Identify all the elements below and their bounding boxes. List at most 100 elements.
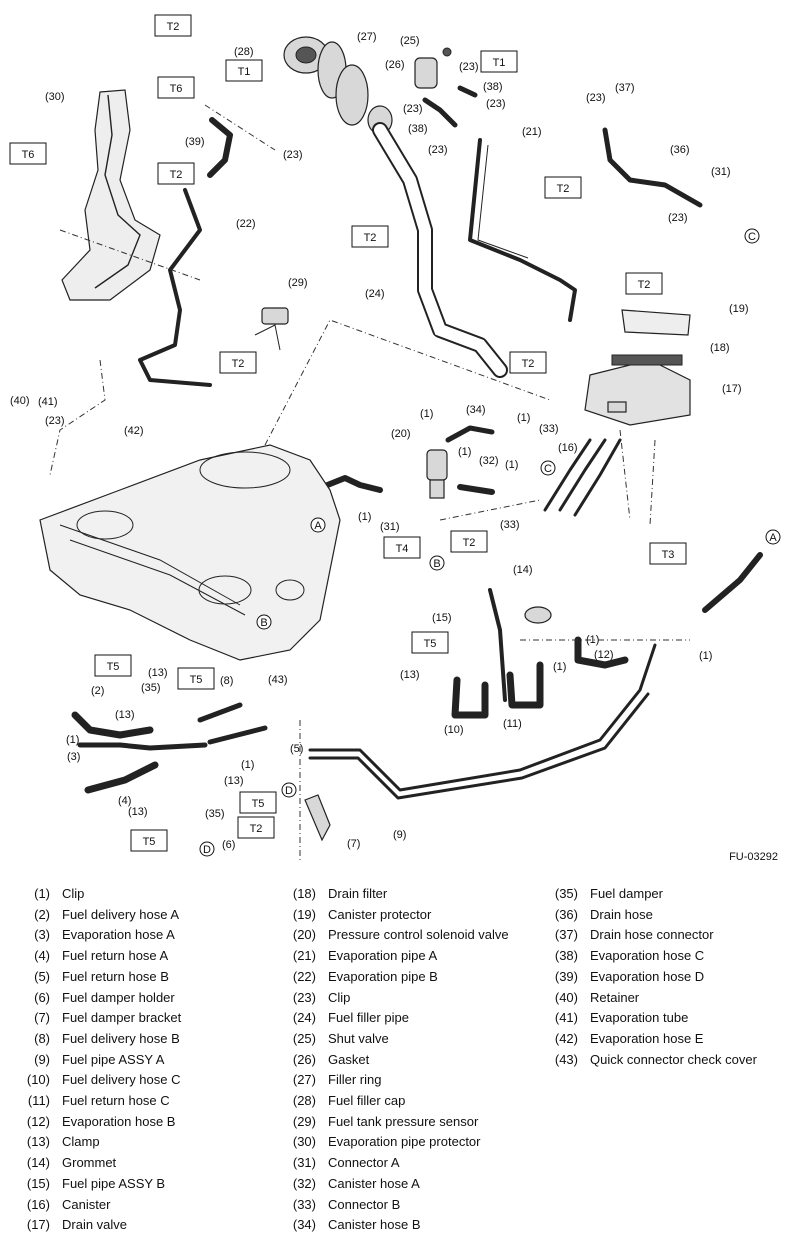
callout-label: (37) xyxy=(615,82,635,94)
torque-tag: T2 xyxy=(154,14,192,37)
callout-label: (13) xyxy=(400,669,420,681)
shut-valve xyxy=(414,47,452,89)
callout-label: (24) xyxy=(365,288,385,300)
torque-tag: T5 xyxy=(130,829,168,852)
callout-label: (23) xyxy=(486,98,506,110)
torque-tag: T2 xyxy=(237,816,275,839)
svg-text:D: D xyxy=(203,844,211,856)
svg-text:T2: T2 xyxy=(250,823,263,835)
connector-marker: A xyxy=(765,529,781,545)
callout-label: (1) xyxy=(420,408,433,420)
legend-item-name: Evaporation hose A xyxy=(62,927,175,943)
svg-text:B: B xyxy=(260,617,267,629)
callout-label: (8) xyxy=(220,675,233,687)
legend-item-name: Fuel damper bracket xyxy=(62,1010,182,1026)
torque-tag: T4 xyxy=(383,536,421,559)
evaporation-hose-c xyxy=(457,85,478,98)
callout-label: (35) xyxy=(141,682,161,694)
fuel-tank-pressure-sensor xyxy=(254,307,289,351)
legend-item-number: (27) xyxy=(292,1072,316,1088)
legend-item-number: (33) xyxy=(292,1196,316,1212)
callout-label: (31) xyxy=(380,521,400,533)
legend-item-name: Gasket xyxy=(328,1051,370,1067)
canister-protector xyxy=(621,309,691,336)
fuel-hose-right xyxy=(702,552,763,613)
svg-text:C: C xyxy=(748,231,756,243)
callout-label: (33) xyxy=(539,423,559,435)
legend-item-number: (4) xyxy=(34,948,50,964)
torque-tag: T6 xyxy=(157,76,195,99)
callout-label: (1) xyxy=(505,459,518,471)
svg-text:T5: T5 xyxy=(190,674,203,686)
legend-item-number: (38) xyxy=(554,948,578,964)
legend-item-number: (8) xyxy=(34,1030,50,1046)
torque-tag: T5 xyxy=(94,654,132,677)
callout-label: (21) xyxy=(522,126,542,138)
svg-text:T2: T2 xyxy=(232,358,245,370)
legend-item-name: Fuel filler pipe xyxy=(328,1010,409,1026)
legend-item-number: (31) xyxy=(292,1155,316,1171)
legend-item-number: (34) xyxy=(292,1217,316,1233)
figure-id: FU-03292 xyxy=(729,851,778,863)
legend-item-number: (16) xyxy=(26,1196,50,1212)
fuel-delivery-hose-a xyxy=(71,711,154,739)
callout-label: (43) xyxy=(268,674,288,686)
callout-label: (10) xyxy=(444,724,464,736)
legend-item-number: (13) xyxy=(26,1134,50,1150)
legend-item-number: (17) xyxy=(26,1217,50,1233)
svg-text:T2: T2 xyxy=(557,183,570,195)
legend-item-name: Canister hose A xyxy=(328,1175,420,1191)
callout-label: (22) xyxy=(236,218,256,230)
svg-text:T6: T6 xyxy=(22,149,35,161)
fuel-tank xyxy=(39,444,341,661)
legend-item-number: (32) xyxy=(292,1175,316,1191)
callout-label: (27) xyxy=(357,31,377,43)
fuel-filler-cap-assembly xyxy=(283,36,393,135)
fuel-return-hose-a xyxy=(84,761,159,794)
fuel-damper-bracket xyxy=(304,794,331,842)
legend-item-name: Shut valve xyxy=(328,1030,389,1046)
legend-item-name: Drain hose connector xyxy=(590,927,714,943)
legend-item-name: Evaporation pipe A xyxy=(328,948,438,964)
connector-marker: B xyxy=(256,614,272,630)
legend-item-number: (20) xyxy=(292,927,316,943)
drain-hose xyxy=(602,127,703,208)
callout-label: (1) xyxy=(458,446,471,458)
svg-text:T5: T5 xyxy=(143,836,156,848)
callout-label: (12) xyxy=(594,649,614,661)
legend-item-name: Evaporation pipe B xyxy=(328,968,438,984)
callout-label: (13) xyxy=(115,709,135,721)
legend-item-name: Fuel return hose C xyxy=(62,1093,170,1108)
svg-text:T4: T4 xyxy=(396,543,409,555)
torque-tag: T5 xyxy=(239,791,277,814)
svg-text:T3: T3 xyxy=(662,549,675,561)
torque-tag: T2 xyxy=(544,176,582,199)
callout-label: (23) xyxy=(283,149,303,161)
callout-label: (18) xyxy=(710,342,730,354)
callout-label: (32) xyxy=(479,455,499,467)
legend-item-number: (19) xyxy=(292,906,316,922)
callout-label: (23) xyxy=(428,144,448,156)
svg-text:B: B xyxy=(433,558,440,570)
torque-tag: T2 xyxy=(351,225,389,248)
svg-text:T2: T2 xyxy=(167,21,180,33)
legend-item-name: Quick connector check cover xyxy=(590,1051,757,1067)
legend-item-name: Evaporation hose D xyxy=(590,968,705,984)
canister-hose-b xyxy=(445,425,495,443)
legend-item-number: (26) xyxy=(292,1051,316,1067)
legend-item-name: Fuel delivery hose B xyxy=(62,1030,180,1046)
legend-item-number: (6) xyxy=(34,989,50,1005)
evaporation-hose-b xyxy=(574,636,629,669)
callout-label: (26) xyxy=(385,59,405,71)
torque-tag: T2 xyxy=(450,530,488,553)
callout-label: (3) xyxy=(67,751,80,763)
reference-lines xyxy=(49,104,690,860)
svg-text:T2: T2 xyxy=(522,358,535,370)
legend-item-number: (11) xyxy=(27,1093,50,1108)
callout-label: (25) xyxy=(400,35,420,47)
svg-text:T5: T5 xyxy=(252,798,265,810)
callout-label: (17) xyxy=(722,383,742,395)
legend-item-number: (2) xyxy=(34,906,50,922)
grommet xyxy=(524,606,552,624)
torque-tag: T5 xyxy=(411,631,449,654)
